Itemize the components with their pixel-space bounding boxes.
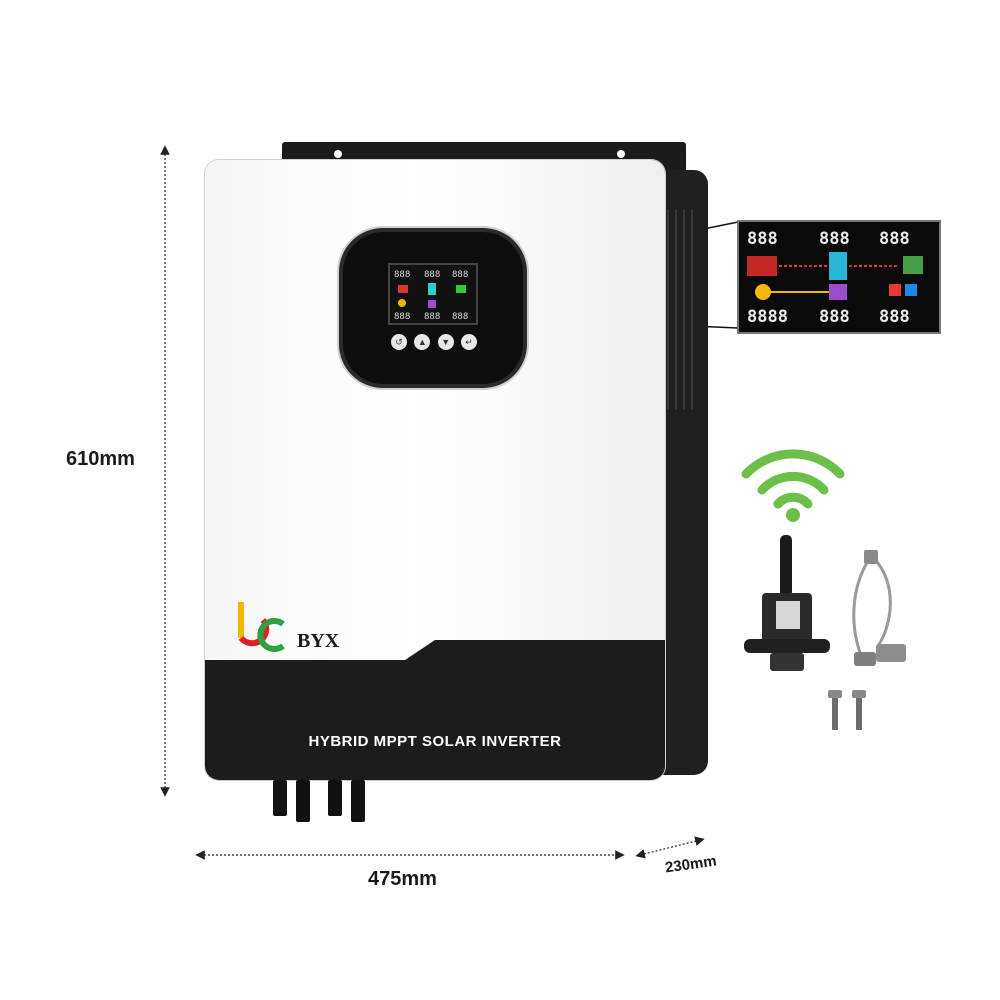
wifi-icon <box>741 449 845 522</box>
depth-arrow <box>635 836 705 859</box>
svg-text:888: 888 <box>819 307 850 327</box>
up-button[interactable]: ▲ <box>414 334 431 350</box>
inverter-base: HYBRID MPPT SOLAR INVERTER <box>205 662 665 780</box>
svg-text:888: 888 <box>394 270 410 280</box>
screw <box>828 690 866 730</box>
svg-text:888: 888 <box>452 312 468 322</box>
svg-text:888: 888 <box>747 229 778 249</box>
enter-button[interactable]: ↵ <box>460 334 477 350</box>
svg-text:888: 888 <box>424 270 440 280</box>
svg-text:888: 888 <box>394 312 410 322</box>
brand-name: BYX <box>297 630 340 652</box>
lcd-display: 888 888 888 888 888 888 <box>388 263 478 325</box>
escape-button[interactable]: ↺ <box>391 334 407 350</box>
svg-text:888: 888 <box>424 312 440 322</box>
svg-text:888: 888 <box>819 229 850 249</box>
svg-text:888: 888 <box>452 270 468 280</box>
inverter-front-panel: 888 888 888 888 888 888 ↺ ▲ ▼ ↵ BYX <box>205 160 665 780</box>
serial-cable <box>852 550 906 666</box>
width-label: 475mm <box>368 868 437 890</box>
down-button[interactable]: ▼ <box>437 334 454 350</box>
wifi-dongle <box>744 535 830 671</box>
product-title: HYBRID MPPT SOLAR INVERTER <box>308 733 562 750</box>
height-label: 610mm <box>66 448 135 470</box>
svg-text:888: 888 <box>879 229 910 249</box>
control-buttons: ↺ ▲ ▼ ↵ <box>391 334 477 350</box>
svg-text:8888: 8888 <box>747 307 788 327</box>
brand-logo <box>238 602 285 652</box>
display-bezel: 888 888 888 888 888 888 ↺ ▲ ▼ ↵ <box>343 232 523 384</box>
dc-connectors <box>273 780 365 822</box>
svg-text:888: 888 <box>879 307 910 327</box>
